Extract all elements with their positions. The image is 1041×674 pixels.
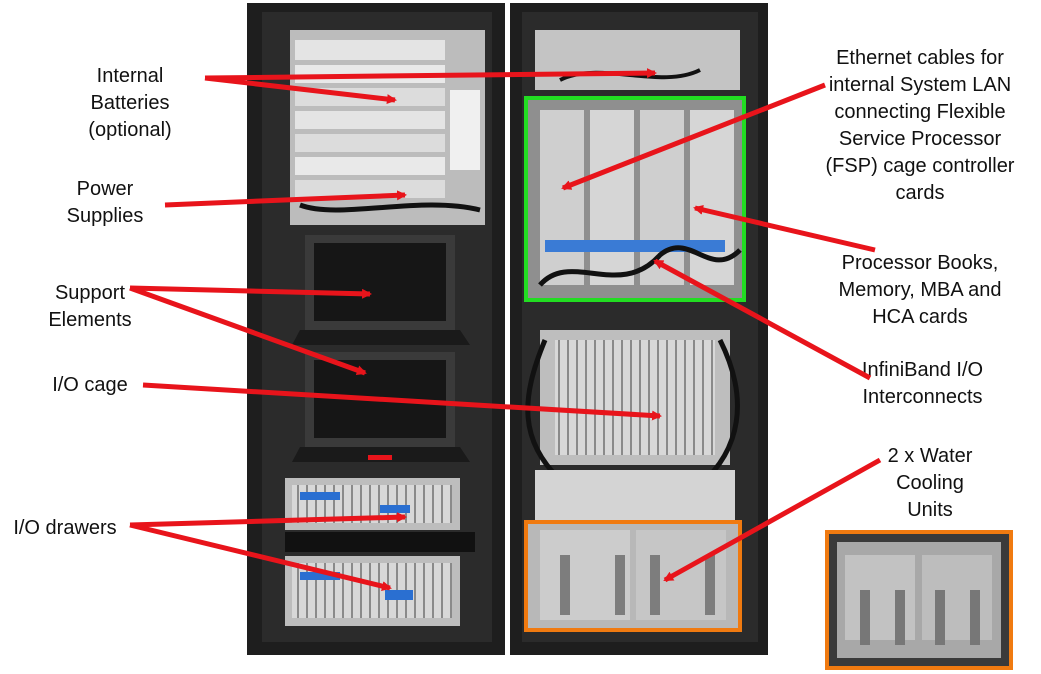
internal-batteries-line-2: Batteries [90, 92, 170, 114]
water-cooling-label: 2 x Water Cooling Units [870, 443, 990, 524]
internal-batteries-line-1: Internal [96, 65, 164, 87]
arrow-batteries-2 [204, 75, 397, 105]
support-elements-line-2: Elements [48, 309, 132, 331]
water-cooling-line-3: Units [907, 499, 953, 521]
left-rack [247, 3, 505, 655]
water-cooling-line-2: Cooling [896, 472, 964, 494]
internal-batteries-label: Internal Batteries (optional) [70, 63, 190, 144]
power-supplies-label: Power Supplies [45, 176, 165, 230]
water-cooling-units [524, 520, 742, 632]
support-elements-label: Support Elements [30, 280, 150, 334]
io-cage-label: I/O cage [30, 372, 150, 399]
io-drawers-label: I/O drawers [0, 515, 130, 542]
arrow-power-supplies [164, 190, 407, 208]
power-supplies-line-1: Power [76, 178, 134, 200]
ethernet-cables-line-1: Ethernet cables for [836, 47, 1004, 69]
processor-books-line-2: Memory, MBA and [838, 279, 1002, 301]
support-element-laptop-bottom [292, 352, 470, 462]
arrow-io-drawer-1 [129, 512, 407, 528]
arrow-infiniband [653, 258, 872, 381]
ethernet-cables-line-3: connecting Flexible [834, 101, 1006, 123]
arrow-io-cage [142, 382, 662, 421]
arrow-support-laptop-1 [129, 285, 372, 299]
ethernet-cables-line-5: (FSP) cage controller [825, 155, 1015, 177]
processor-books-label: Processor Books, Memory, MBA and HCA car… [815, 250, 1025, 331]
ethernet-cables-line-2: internal System LAN [828, 74, 1012, 96]
infiniband-label: InfiniBand I/O Interconnects [840, 357, 1005, 411]
water-cooling-outline [524, 520, 742, 632]
io-cage-line-1: I/O cage [52, 374, 128, 396]
callout-arrows [129, 68, 882, 591]
support-element-laptop-top [292, 235, 470, 345]
ethernet-cables-line-6: cards [895, 182, 945, 204]
ethernet-cables-label: Ethernet cables for internal System LAN … [800, 45, 1040, 207]
water-cooling-inset-outline [825, 530, 1013, 670]
support-elements-line-1: Support [54, 282, 126, 304]
power-supplies-line-2: Supplies [66, 205, 144, 227]
right-rack [510, 3, 768, 655]
processor-books-line-1: Processor Books, [841, 252, 999, 274]
arrow-ethernet-cables [561, 82, 826, 191]
arrow-batteries-1 [204, 68, 657, 81]
arrow-processor-books [693, 204, 876, 253]
water-cooling-inset [825, 530, 1013, 670]
processor-books-line-3: HCA cards [872, 306, 968, 328]
arrow-support-laptop-2 [129, 285, 367, 376]
io-cage [525, 330, 740, 487]
infiniband-line-2: Interconnects [862, 386, 983, 408]
infiniband-line-1: InfiniBand I/O [861, 359, 984, 381]
processor-cage-outline [524, 96, 746, 302]
power-supply-stack [290, 30, 485, 225]
internal-batteries-line-3: (optional) [88, 119, 172, 141]
arrow-water-cooling [663, 457, 882, 583]
ethernet-cables-line-4: Service Processor [838, 128, 1002, 150]
arrow-io-drawer-2 [129, 522, 392, 591]
water-cooling-line-1: 2 x Water [887, 445, 973, 467]
io-drawers-line-1: I/O drawers [13, 517, 117, 539]
